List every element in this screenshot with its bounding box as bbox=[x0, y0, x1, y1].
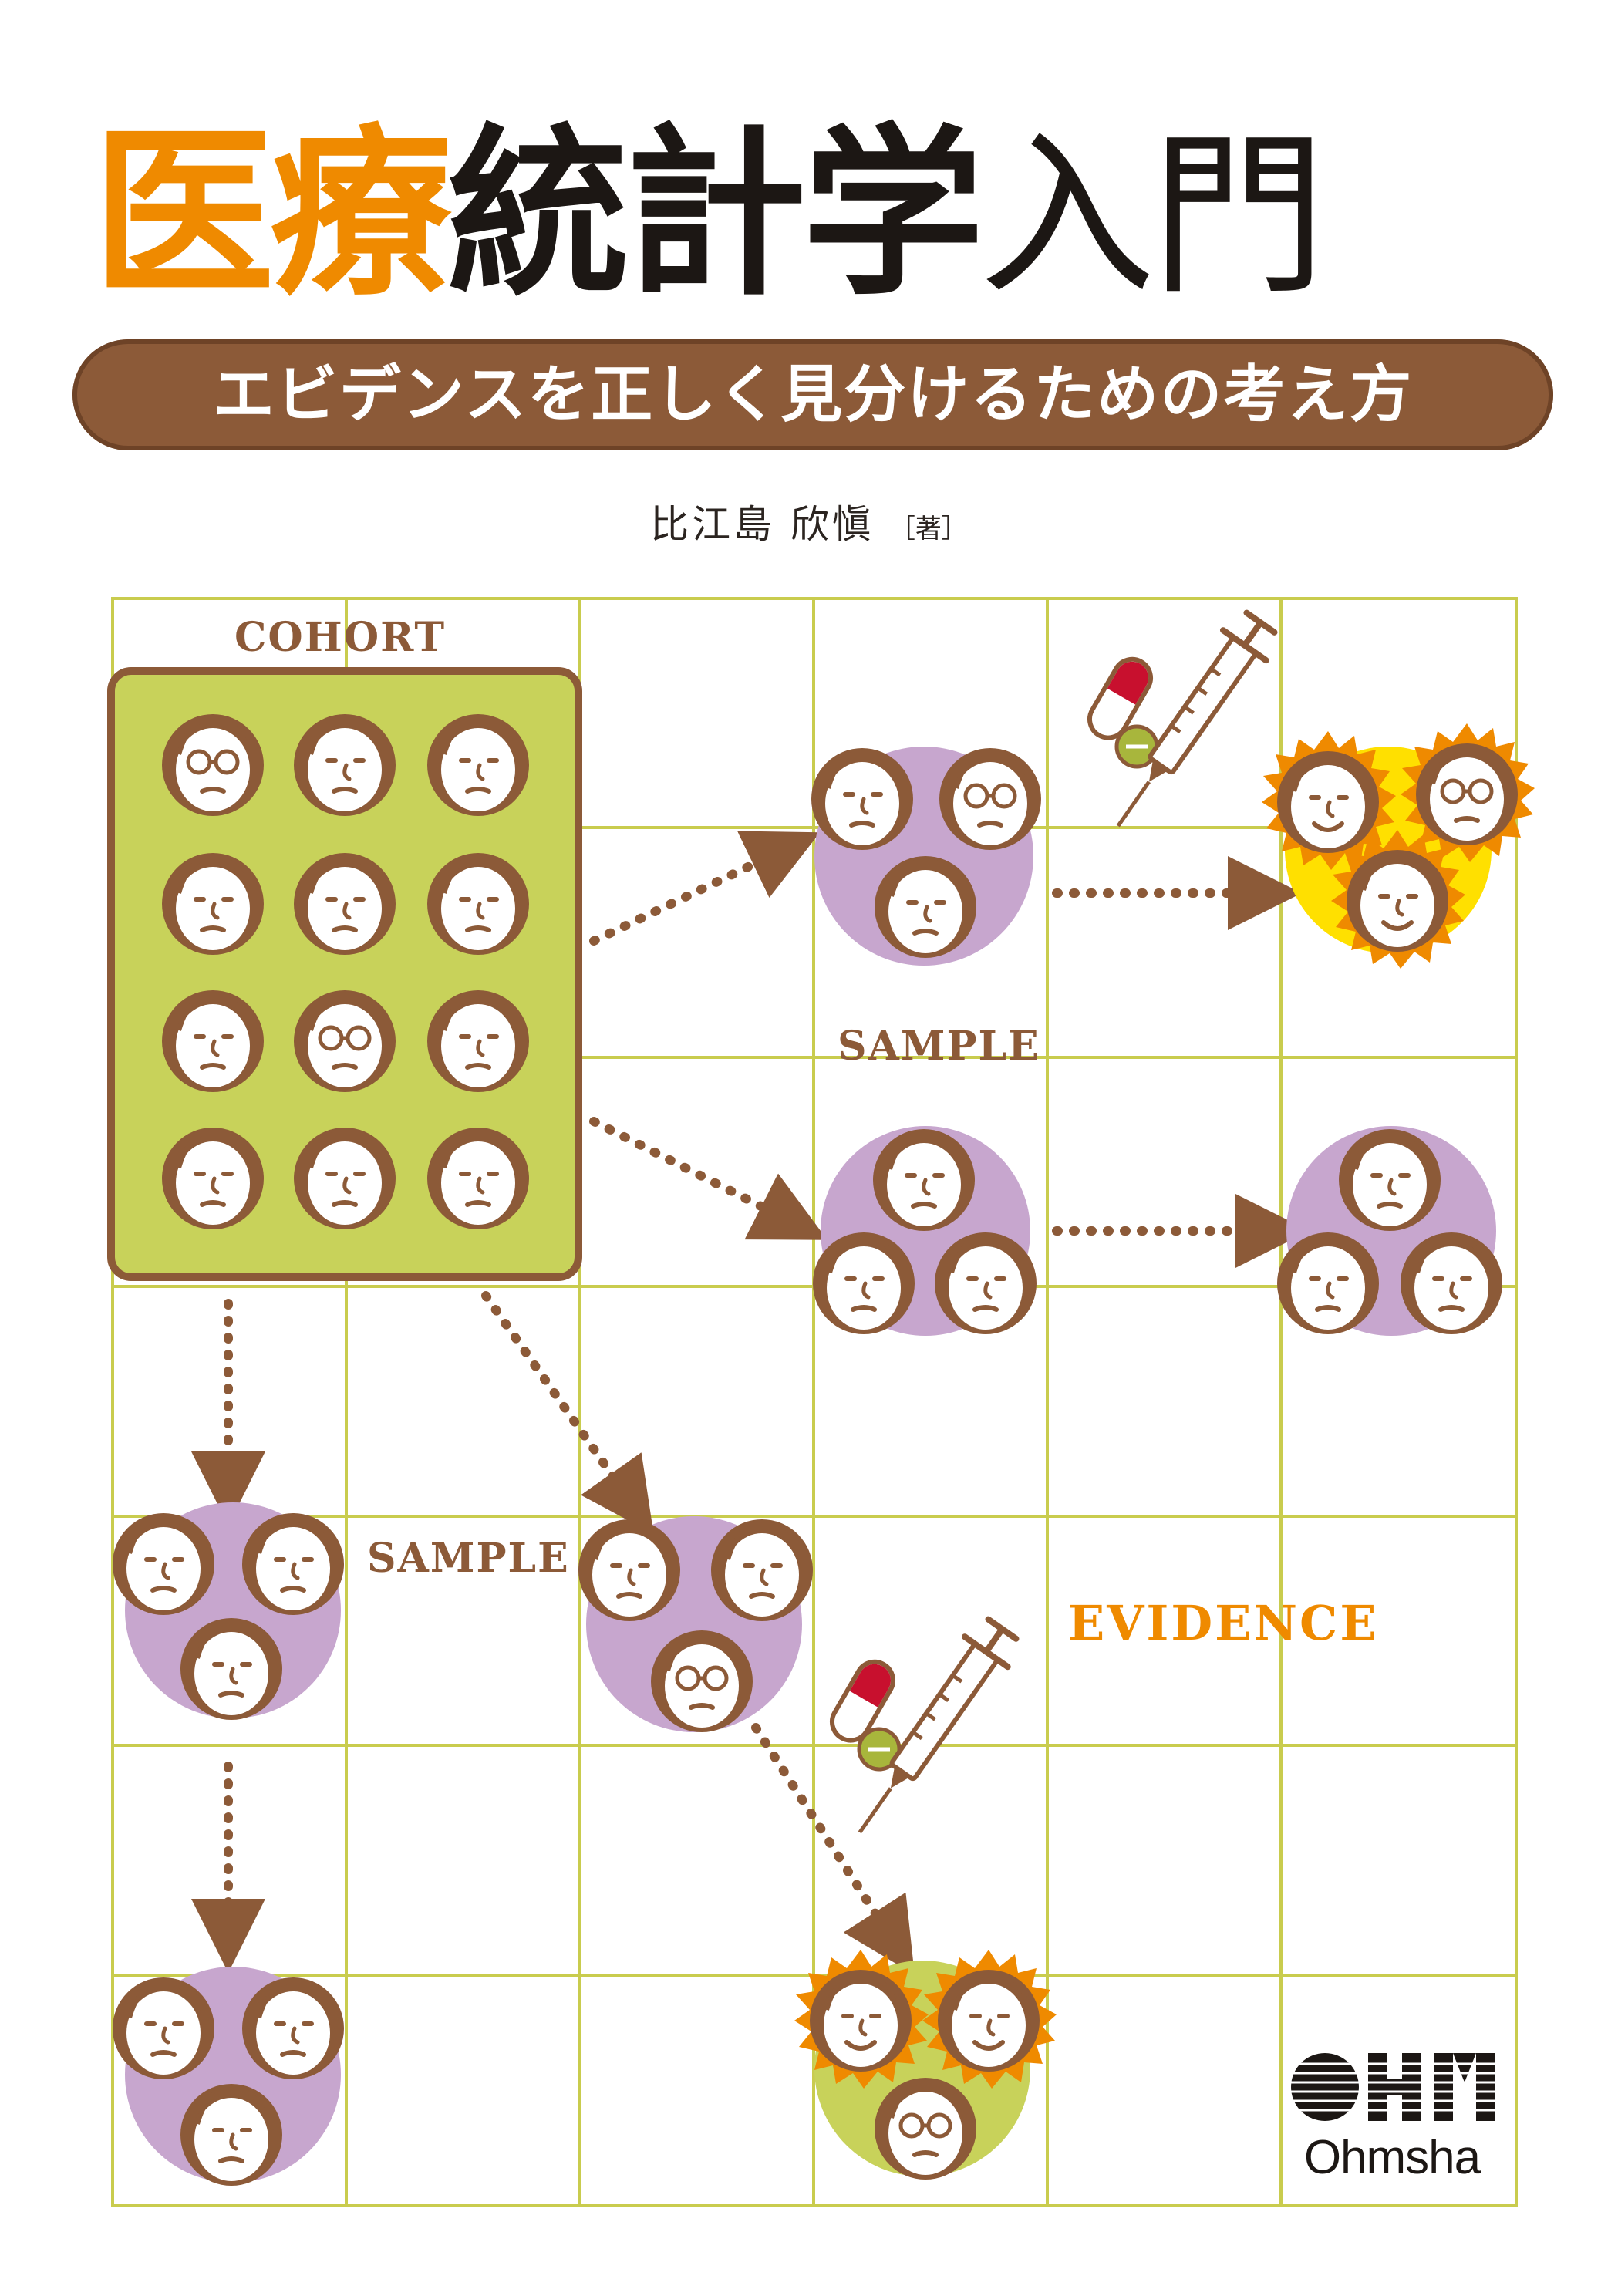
publisher-name: Ohmsha bbox=[1303, 2131, 1481, 2184]
title-part-intro: 入門 bbox=[979, 113, 1326, 319]
sample-label-top: SAMPLE bbox=[838, 1023, 1040, 1070]
cohort-label: COHORT bbox=[234, 614, 447, 661]
author-line: 比江島 欣愼 ［著］ bbox=[0, 494, 1618, 549]
title-part-medical: 医療 bbox=[93, 108, 452, 320]
evidence-label: EVIDENCE bbox=[1068, 1595, 1379, 1651]
pill-icon bbox=[825, 1655, 900, 1769]
author-role: ［著］ bbox=[888, 514, 968, 544]
ohm-logo-mark bbox=[1289, 2053, 1496, 2121]
sample-group-bottom-left bbox=[113, 1967, 344, 2186]
background-grid bbox=[111, 597, 1518, 2207]
outcome-group-top bbox=[1262, 723, 1535, 969]
book-subtitle: エビデンスを正しく見分けるための考え方 bbox=[72, 339, 1553, 450]
outcome-group-bottom bbox=[794, 1950, 1057, 2180]
sample-group-left bbox=[113, 1502, 344, 1720]
sample-group-middle bbox=[813, 1126, 1037, 1336]
title-part-statistics: 統計学 bbox=[447, 108, 984, 320]
author-name: 比江島 欣愼 bbox=[650, 502, 874, 547]
book-title: 医療統計学入門 bbox=[93, 99, 1558, 330]
sample-group-middle-right bbox=[1277, 1126, 1502, 1336]
pill-icon bbox=[1083, 652, 1158, 767]
cohort-box bbox=[107, 667, 582, 1281]
sample-group-top bbox=[811, 747, 1041, 966]
sample-group-center bbox=[578, 1516, 813, 1732]
dotted-arrow-icon bbox=[191, 831, 1310, 1975]
sample-label-left: SAMPLE bbox=[367, 1535, 570, 1582]
